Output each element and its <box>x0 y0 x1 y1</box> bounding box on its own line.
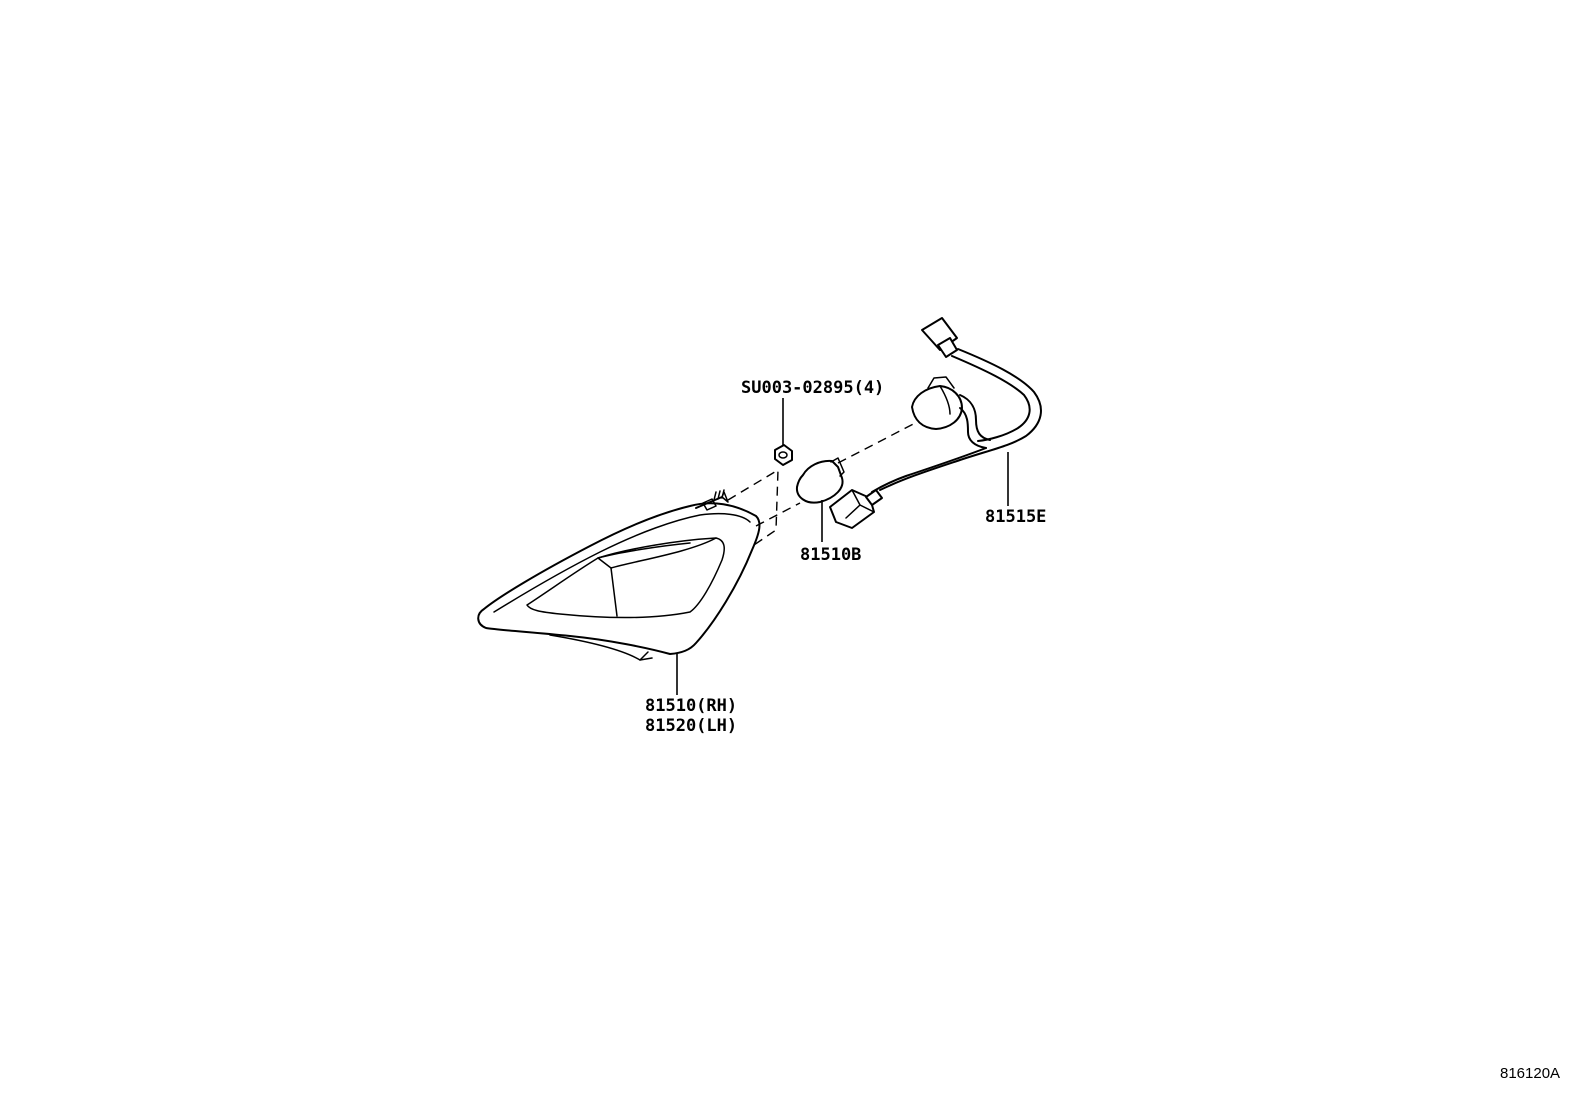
side-turn-lamp-assembly <box>477 489 761 661</box>
part-label-lamp-rh: 81510(RH) <box>645 696 737 716</box>
diagram-id: 816120A <box>1500 1065 1560 1082</box>
part-label-socket-wire: 81515E <box>985 507 1046 527</box>
part-label-bulb: 81510B <box>800 545 861 565</box>
part-label-lamp-lh: 81520(LH) <box>645 716 737 736</box>
bulb-icon <box>795 457 845 504</box>
nut-icon <box>774 444 793 466</box>
leader-lines <box>676 398 1009 695</box>
socket-wire-icon <box>829 317 1042 529</box>
part-label-nut: SU003-02895(4) <box>741 378 884 398</box>
assembly-guide-lines <box>727 417 926 546</box>
